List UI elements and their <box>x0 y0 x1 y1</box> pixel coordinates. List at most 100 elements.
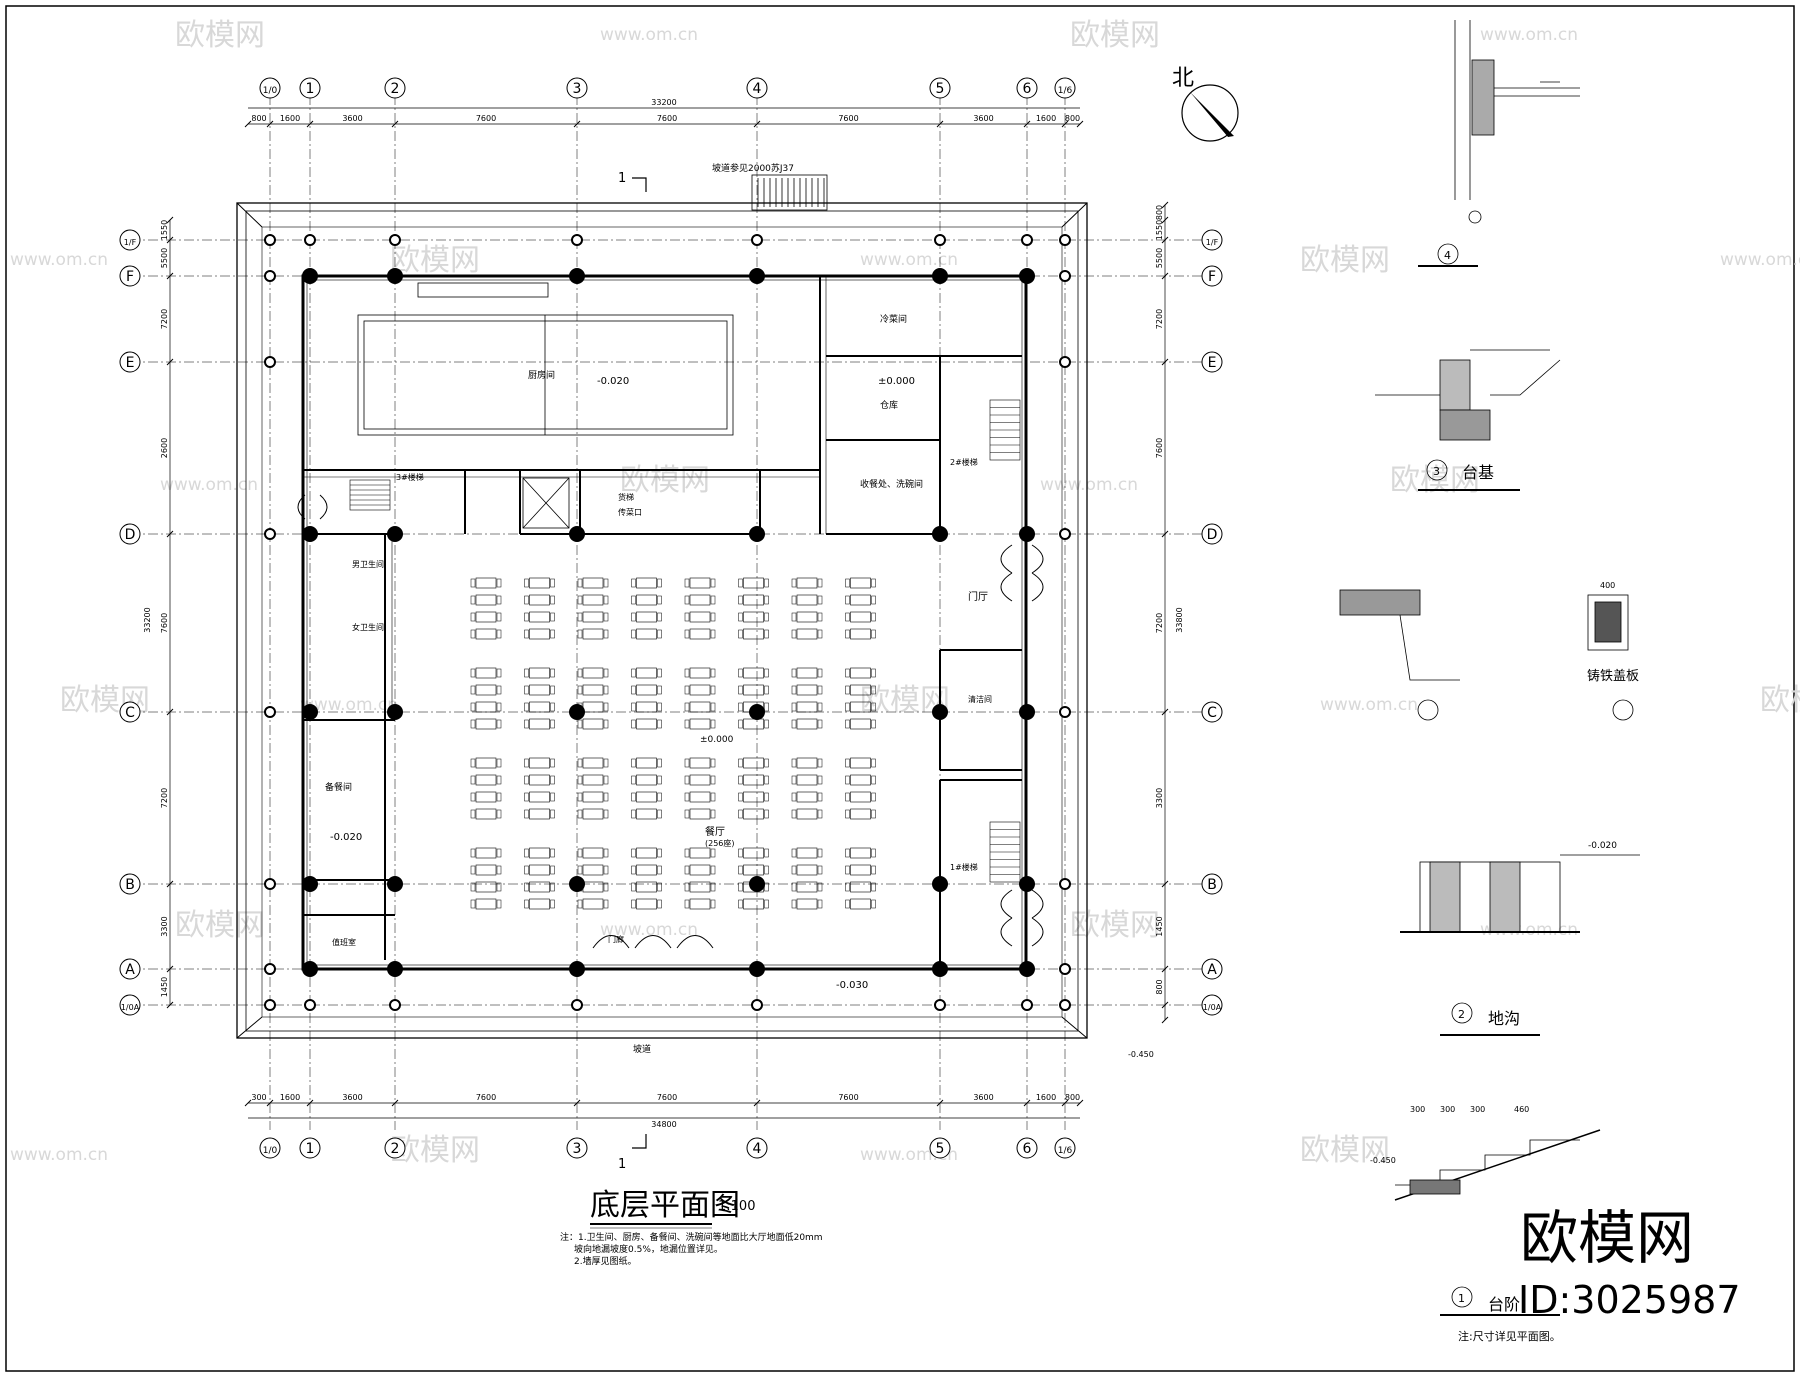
room-stair1: 1#楼梯 <box>950 862 978 872</box>
chair <box>684 612 690 622</box>
chair <box>791 612 797 622</box>
column <box>302 876 318 892</box>
chair <box>524 792 529 802</box>
dim-tick <box>1023 1099 1031 1107</box>
dim-overall-bottom-text: 34800 <box>651 1120 676 1129</box>
chair <box>577 719 583 729</box>
chair <box>817 758 823 768</box>
axis-bubble-x <box>1054 1137 1076 1159</box>
dining-table <box>850 881 871 893</box>
chair <box>631 595 636 605</box>
axis-label-x: 3 <box>573 1141 582 1157</box>
chair <box>764 612 769 622</box>
dining-table <box>529 881 550 893</box>
chair <box>845 758 850 768</box>
chair <box>871 685 876 695</box>
column <box>749 526 765 542</box>
chair <box>871 629 876 639</box>
chair <box>764 775 769 785</box>
dim-text: 1450 <box>160 977 169 997</box>
axis-bubble-x <box>259 77 281 99</box>
chair <box>631 899 636 909</box>
dining-table <box>796 847 818 859</box>
chair <box>577 578 583 588</box>
dim-tick <box>1161 708 1169 716</box>
chair <box>871 809 876 819</box>
column <box>1019 876 1035 892</box>
axis-bubble-x <box>1016 1137 1038 1159</box>
column-perimeter <box>1059 706 1071 718</box>
chair <box>764 865 769 875</box>
dining-table <box>689 791 711 803</box>
detail-grate <box>1339 589 1634 721</box>
chair <box>603 702 609 712</box>
chair <box>684 719 690 729</box>
dining-table <box>636 791 657 803</box>
chair <box>817 595 823 605</box>
level-exterior: -0.030 <box>836 980 868 991</box>
dim-text: 800 <box>1155 979 1164 994</box>
chair <box>817 612 823 622</box>
detail-2-label: 地沟 <box>1488 1009 1520 1028</box>
dining-table <box>743 667 764 679</box>
chair <box>603 882 609 892</box>
chair <box>791 775 797 785</box>
chair <box>470 899 476 909</box>
chair <box>791 719 797 729</box>
watermark-brand-tile: 欧模网 <box>1070 18 1160 53</box>
dining-table <box>636 864 657 876</box>
chair <box>684 758 690 768</box>
chair <box>710 612 716 622</box>
chair <box>684 702 690 712</box>
column-perimeter <box>304 999 316 1011</box>
dining-table <box>636 577 657 589</box>
level-cold: ±0.000 <box>878 376 915 387</box>
watermark-brand-tile: 欧模网 <box>1760 683 1800 718</box>
dim-text: 2600 <box>160 438 169 458</box>
chair <box>577 758 583 768</box>
chair <box>603 809 609 819</box>
chair <box>657 668 662 678</box>
chair <box>631 719 636 729</box>
column <box>387 704 403 720</box>
dim-tick <box>1061 1099 1069 1107</box>
chair <box>817 578 823 588</box>
chair <box>577 595 583 605</box>
axis-label-x: 1 <box>306 1141 315 1157</box>
chair <box>524 685 529 695</box>
chair <box>871 668 876 678</box>
room-stair3: 3#楼梯 <box>396 472 424 482</box>
dining-table <box>850 847 871 859</box>
section-marks <box>632 177 647 1149</box>
chair <box>791 629 797 639</box>
axis-bubble-x <box>929 1137 951 1159</box>
watermark-url-tile: www.om.cn <box>1320 695 1418 715</box>
room-dining-seats: (256座) <box>705 838 735 848</box>
chair <box>710 865 716 875</box>
axis-label-x: 2 <box>391 81 400 97</box>
chair <box>845 629 850 639</box>
axis-label-x: 1 <box>306 81 315 97</box>
dim-tick <box>166 272 174 280</box>
chair <box>845 792 850 802</box>
column-perimeter <box>1059 999 1071 1011</box>
room-duty: 值班室 <box>332 937 356 947</box>
dim-text: 7600 <box>476 1093 496 1102</box>
chair <box>524 719 529 729</box>
column-perimeter <box>264 234 276 246</box>
chair <box>577 612 583 622</box>
room-pass: 传菜口 <box>618 507 642 517</box>
stairs <box>349 399 1021 883</box>
dining-table <box>743 864 764 876</box>
watermark-url-tile: www.om.cn <box>300 695 398 715</box>
watermark-url-tile: www.om.cn <box>1040 475 1138 495</box>
chair <box>764 899 769 909</box>
axis-label-x: 1/0 <box>263 86 278 96</box>
chair <box>524 702 529 712</box>
dim-tick <box>166 1001 174 1009</box>
axis-bubble-x <box>929 77 951 99</box>
axis-bubble-x <box>1054 77 1076 99</box>
chair <box>550 719 555 729</box>
chair <box>550 578 555 588</box>
